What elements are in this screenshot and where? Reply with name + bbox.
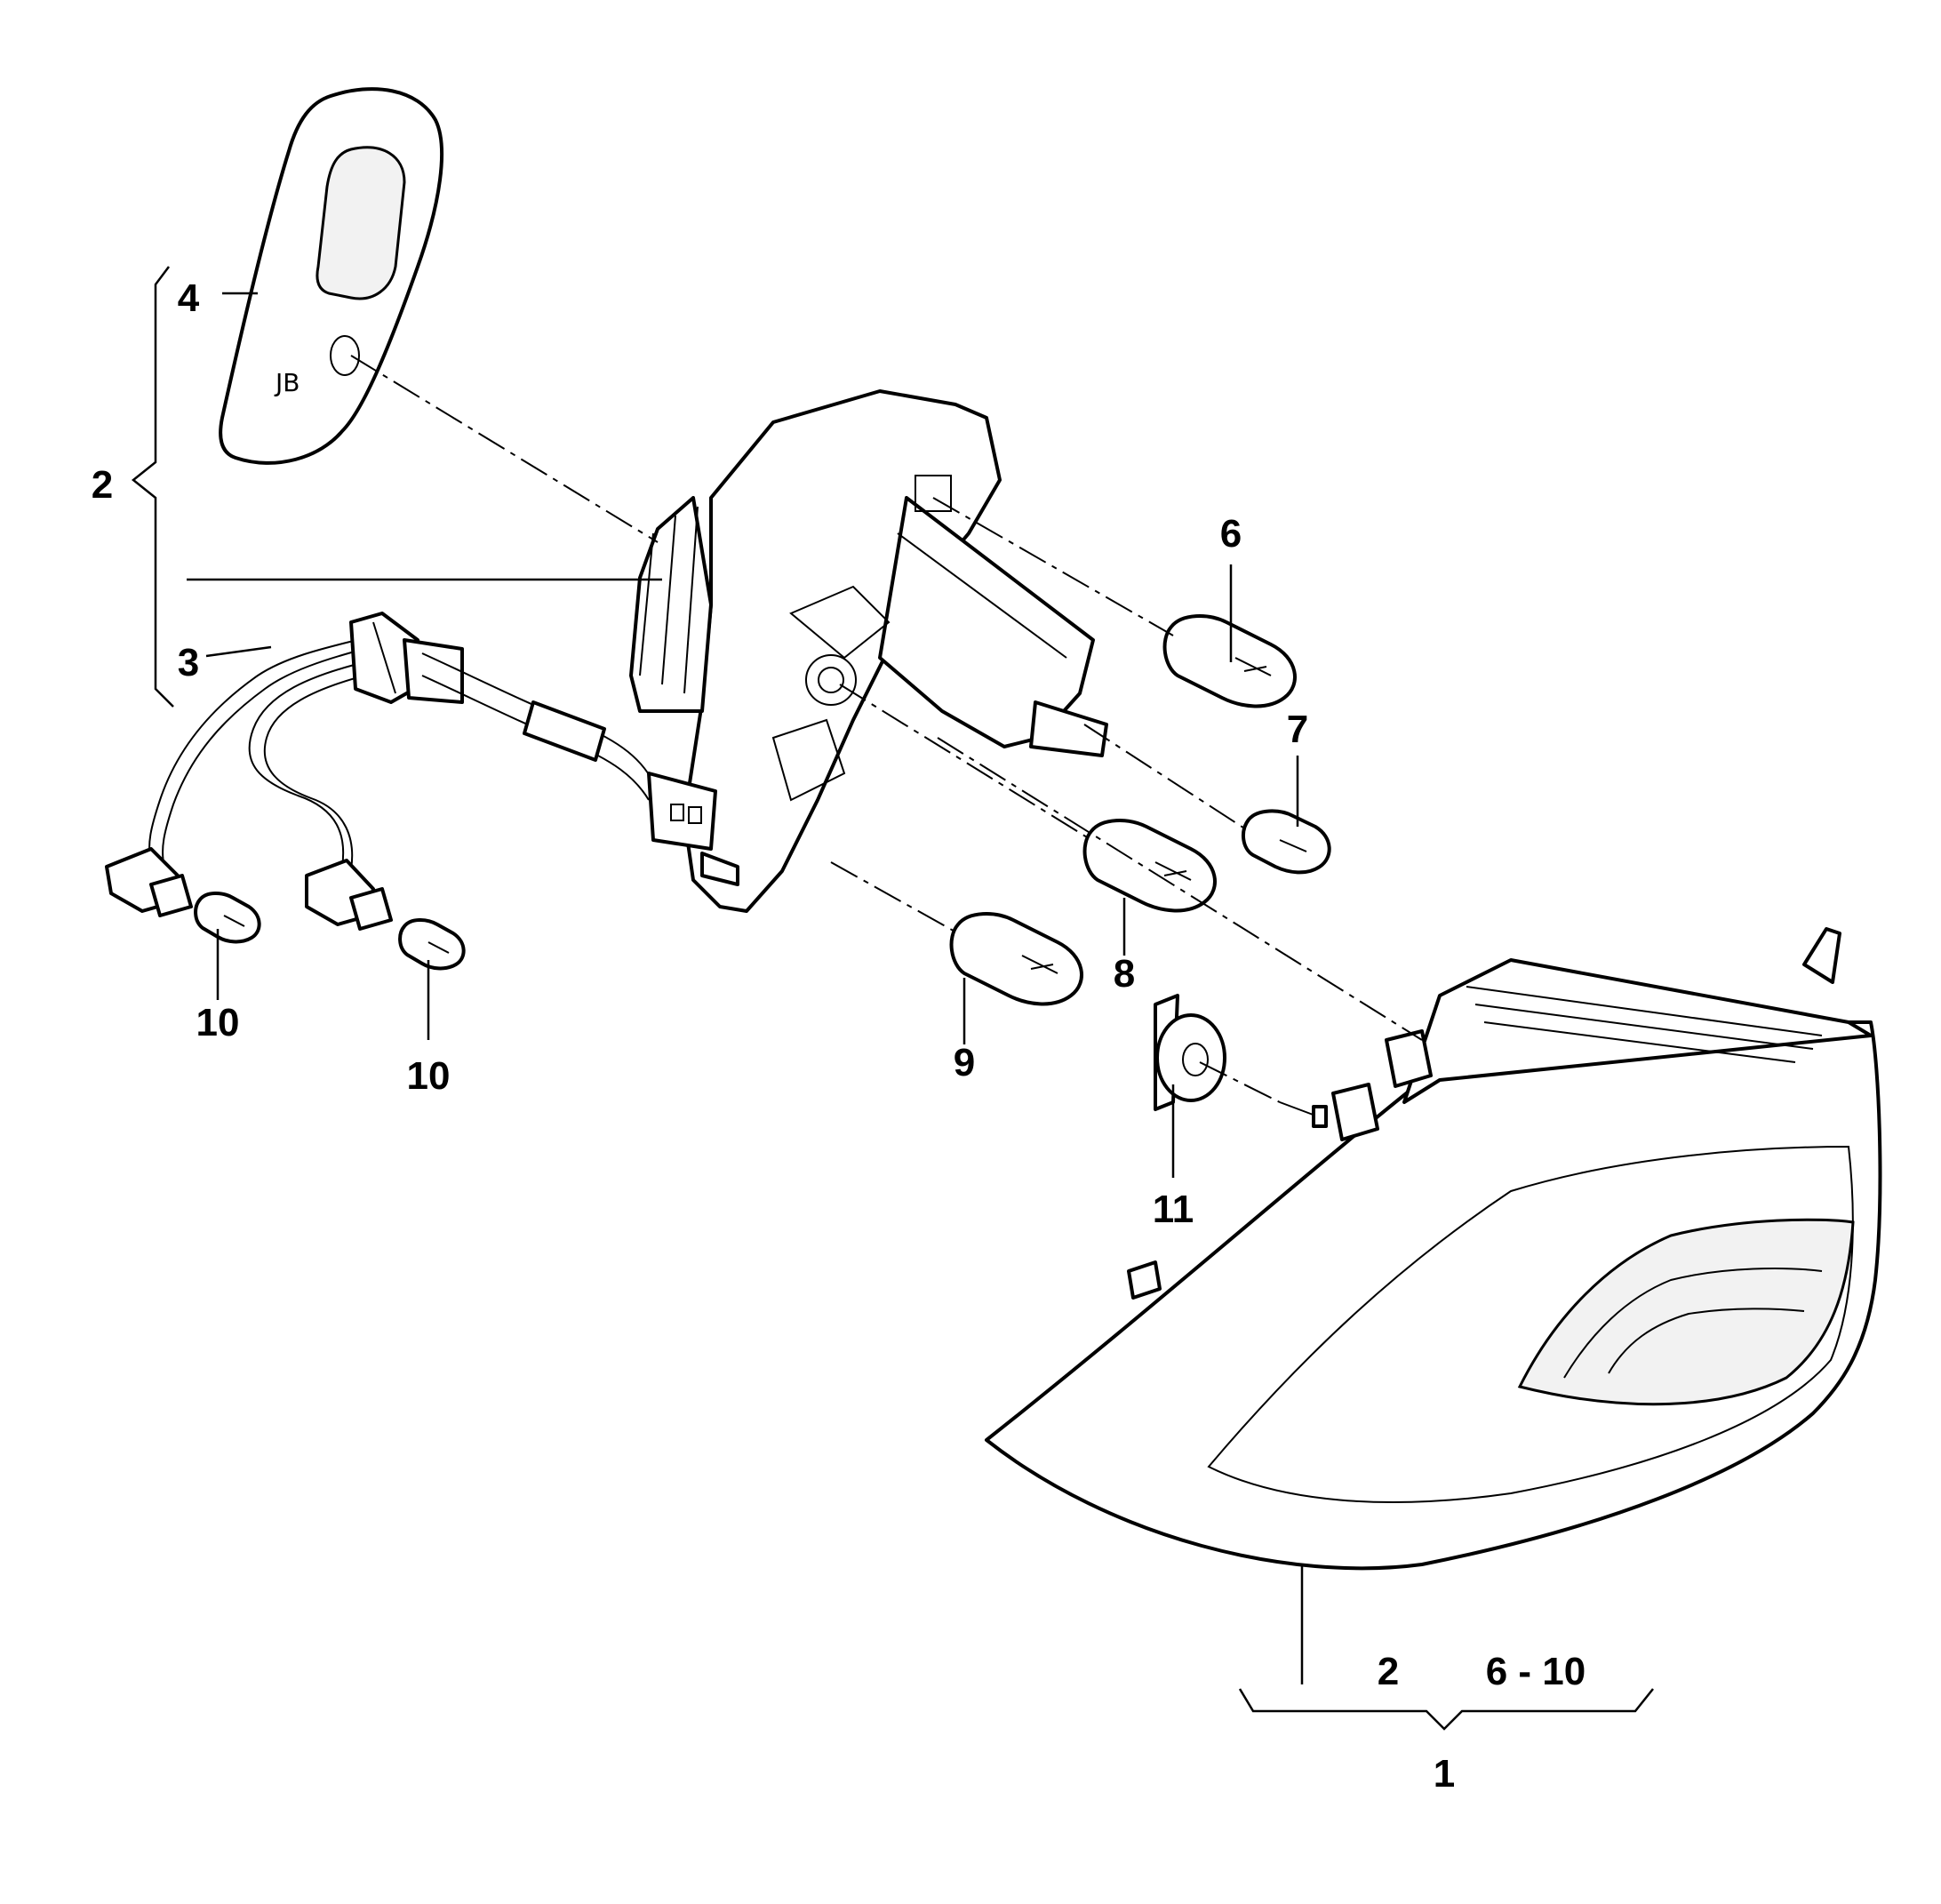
svg-text:JB: JB [274,368,300,397]
callout-6: 6 [1220,512,1242,556]
callout-2-left: 2 [92,463,113,507]
bulb-7 [1242,809,1331,875]
bulb-9 [949,912,1083,1006]
bulb-10-a [194,892,261,944]
callout-3: 3 [178,641,199,684]
fixing-clip-11 [1154,994,1328,1128]
bulb-10-b [398,918,466,971]
tail-lamp-housing [985,927,1882,1571]
leader-lines [187,292,1304,1684]
bulb-holder-plate [629,389,1108,913]
bulb-8 [1082,819,1217,913]
callout-1: 1 [1434,1752,1455,1796]
callout-10-b: 10 [407,1054,451,1098]
callout-6-10: 6 - 10 [1486,1650,1586,1693]
cover-plate: JB [219,87,443,465]
callout-7: 7 [1287,708,1308,751]
callout-10-a: 10 [196,1001,240,1044]
callout-2-bottom: 2 [1378,1650,1399,1693]
assembly-lines [350,355,1423,1103]
callout-8: 8 [1114,952,1135,996]
bracket-2-left [131,266,174,708]
wiring-harness [105,612,717,931]
callout-9: 9 [954,1041,975,1084]
callout-4: 4 [178,276,200,320]
callouts: 4 2 3 6 7 8 9 10 10 11 2 6 - 10 1 [92,276,1586,1796]
callout-11: 11 [1153,1188,1194,1231]
bracket-1-bottom [1238,1688,1654,1731]
